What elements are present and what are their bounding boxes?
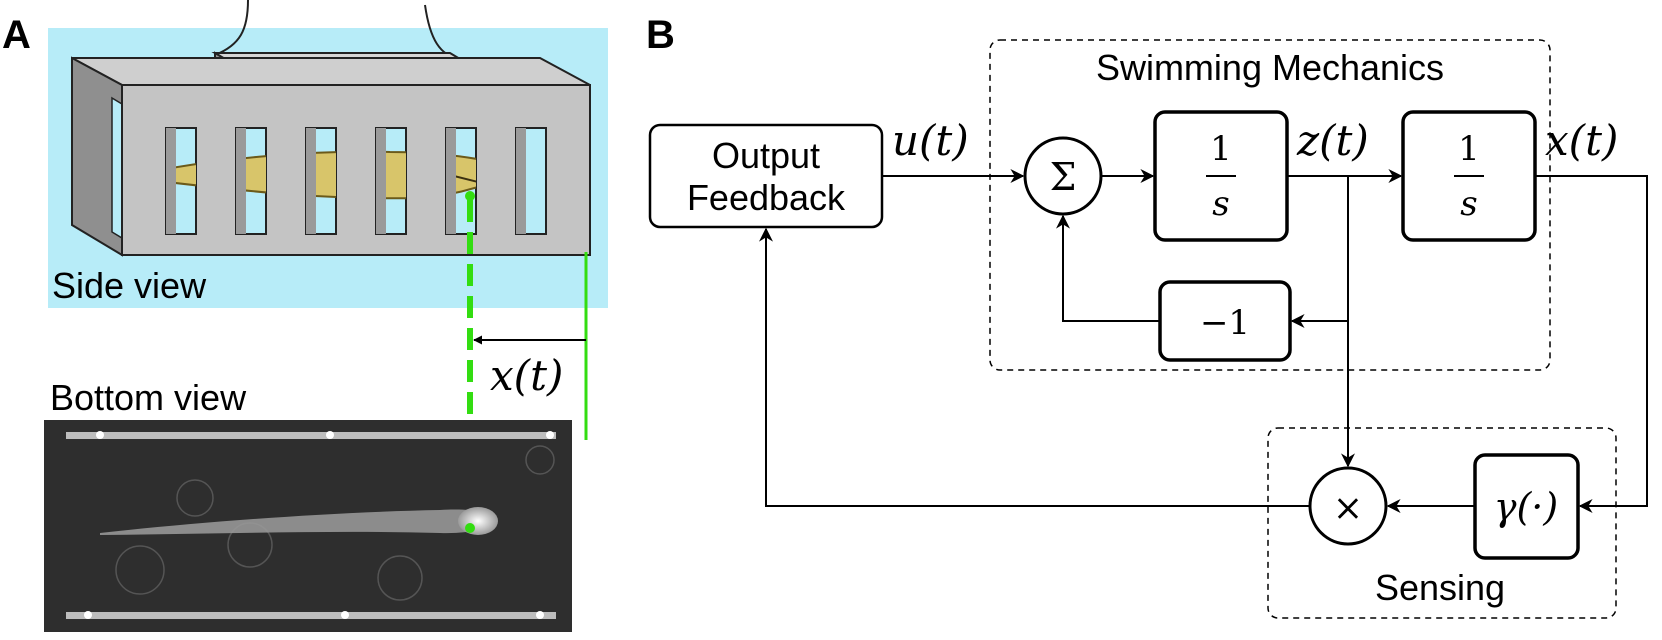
slot-shadow [236,128,246,234]
tank-front-face [121,84,591,256]
gamma-label: γ(·) [1494,485,1558,529]
integrator-1-denominator: s [1212,184,1229,224]
slot-shadow [166,128,176,234]
tank-left-face-slot [111,96,123,240]
multiply-symbol: × [1333,488,1363,529]
slot-shadow [446,128,456,234]
fish-marker-bottom [465,523,475,533]
swimming-mechanics-group [989,39,1551,371]
x-signal-label: x(t) [1545,116,1618,165]
output-feedback-line1: Output [712,135,820,176]
z-signal-label: z(t) [1296,116,1369,165]
panel-a: A [2,0,608,632]
sum-symbol: Σ [1050,155,1077,199]
slot-shadow [306,128,316,234]
panel-a-letter: A [2,13,31,57]
negative-gain-label: −1 [1200,303,1250,343]
bottom-view-image [44,420,572,632]
panel-b-letter: B [646,13,675,57]
side-view-label: Side view [52,265,207,306]
output-feedback-line2: Feedback [687,177,846,218]
integrator-1-numerator: 1 [1210,129,1232,169]
fish-marker-side [465,191,475,201]
sensing-group [1267,427,1617,619]
gain-feedback-wire [1056,214,1160,322]
x-signal-wire [1535,175,1648,513]
feedback-return-wire [759,227,1310,507]
sensing-label: Sensing [1375,567,1505,608]
slot-shadow [516,128,526,234]
signal-lines [759,169,1648,513]
swimming-mechanics-label: Swimming Mechanics [1096,47,1444,88]
integrator-2-numerator: 1 [1458,129,1480,169]
panel-b: B Swimming Mechanics Sensing Output Feed… [646,13,1648,619]
u-signal-label: u(t) [892,116,969,165]
fish-bottom-view [100,509,496,535]
integrator-2-denominator: s [1460,184,1477,224]
position-label: x(t) [490,351,563,400]
slot-shadow [376,128,386,234]
bottom-view-label: Bottom view [50,377,247,418]
tank-top-face [71,57,591,86]
